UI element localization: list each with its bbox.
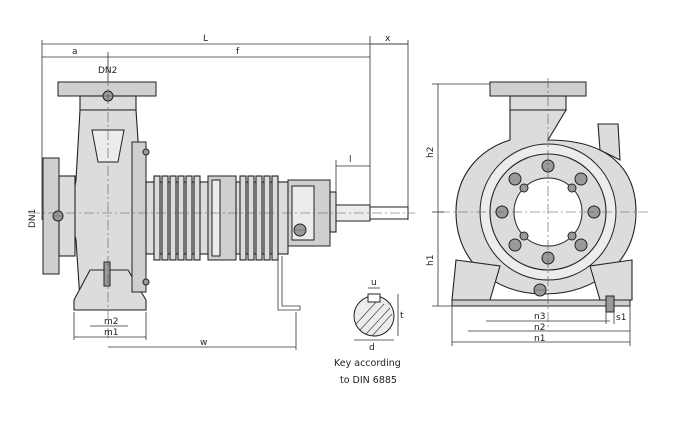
dim-h1-label: h1 [426,255,436,266]
dim-t-label: t [400,311,404,321]
dim-m2-label: m2 [104,317,119,327]
dim-m1-label: m1 [104,328,119,338]
dim-h2-label: h2 [426,147,436,158]
dim-x-label: x [385,34,391,44]
dim-l-label: l [349,155,352,165]
key-note-line1: Key according [334,358,401,369]
key-detail: u t d Key according to DIN 6885 [334,278,404,386]
dim-n2-label: n2 [534,323,545,333]
key-note-line2: to DIN 6885 [340,375,397,386]
pump-front-view: h2 h1 n3 n2 n1 s1 [426,78,650,346]
dim-f-label: f [236,47,240,57]
dim-DN2-label: DN2 [98,66,117,76]
dim-u-label: u [371,278,377,288]
dim-n1-label: n1 [534,334,545,344]
dim-n3-label: n3 [534,312,545,322]
dim-DN1-label: DN1 [28,209,38,228]
key-hatching [355,299,393,337]
dim-L-label: L [203,34,208,44]
dim-w-label: w [200,338,207,348]
pump-side-view: L a f x DN2 DN1 [28,34,415,350]
dim-s1-label: s1 [616,313,626,323]
bearing-bracket-fins [145,175,289,261]
dim-a-label: a [72,47,78,57]
dim-d-label: d [369,343,375,353]
